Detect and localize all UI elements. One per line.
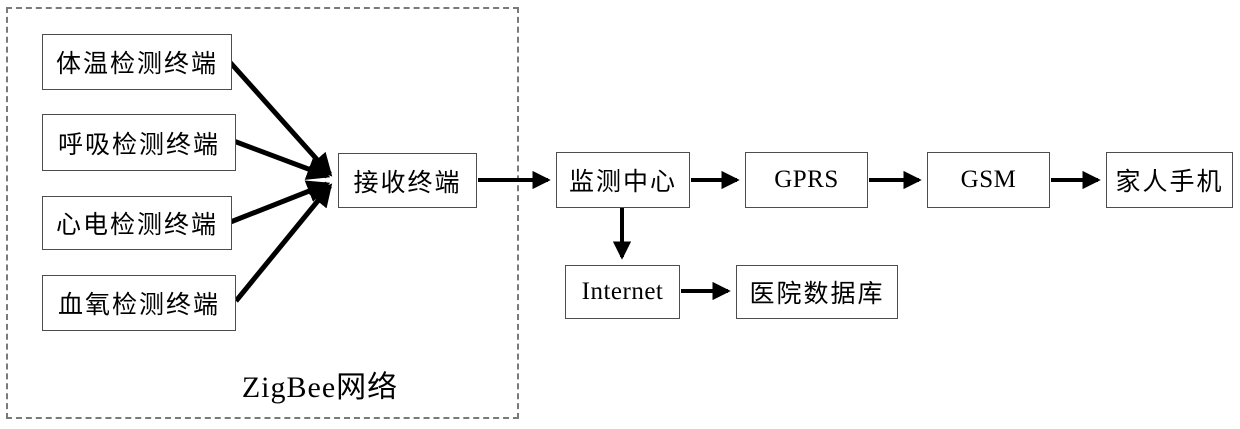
node-gsm: GSM (927, 152, 1050, 208)
node-respiration-terminal: 呼吸检测终端 (42, 114, 236, 171)
node-receiver-terminal: 接收终端 (338, 153, 477, 208)
node-gprs: GPRS (745, 152, 868, 208)
zigbee-network-label: ZigBee网络 (241, 371, 399, 404)
node-hospital-database: 医院数据库 (736, 265, 898, 319)
node-monitoring-center: 监测中心 (556, 152, 690, 208)
node-ecg-terminal: 心电检测终端 (42, 196, 232, 250)
node-blood-oxygen-terminal: 血氧检测终端 (42, 275, 236, 331)
node-internet: Internet (565, 265, 680, 319)
zigbee-network-group (6, 7, 519, 419)
node-temperature-terminal: 体温检测终端 (42, 34, 232, 90)
node-family-phone: 家人手机 (1106, 152, 1233, 208)
